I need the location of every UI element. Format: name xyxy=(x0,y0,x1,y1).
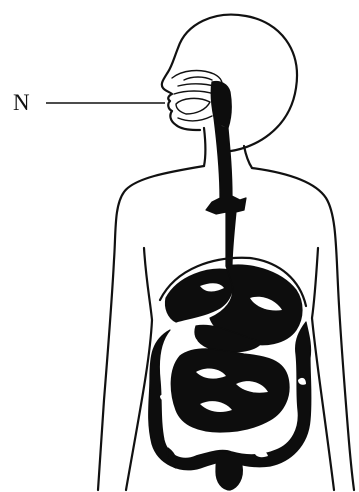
neck-right xyxy=(244,146,252,168)
label-n: N xyxy=(13,91,30,115)
lower-jaw xyxy=(178,116,212,121)
head-outline xyxy=(162,15,297,152)
nasal-turbinate xyxy=(184,77,212,80)
neck-left xyxy=(204,128,206,166)
small-intestine xyxy=(171,349,289,432)
tongue xyxy=(176,98,210,114)
left-inner-arm xyxy=(126,248,152,490)
oesophagus xyxy=(206,118,246,266)
pharynx-oesophagus xyxy=(206,81,246,266)
right-inner-arm xyxy=(312,248,334,490)
abdominal-organs xyxy=(149,258,311,490)
upper-palate xyxy=(174,91,214,94)
